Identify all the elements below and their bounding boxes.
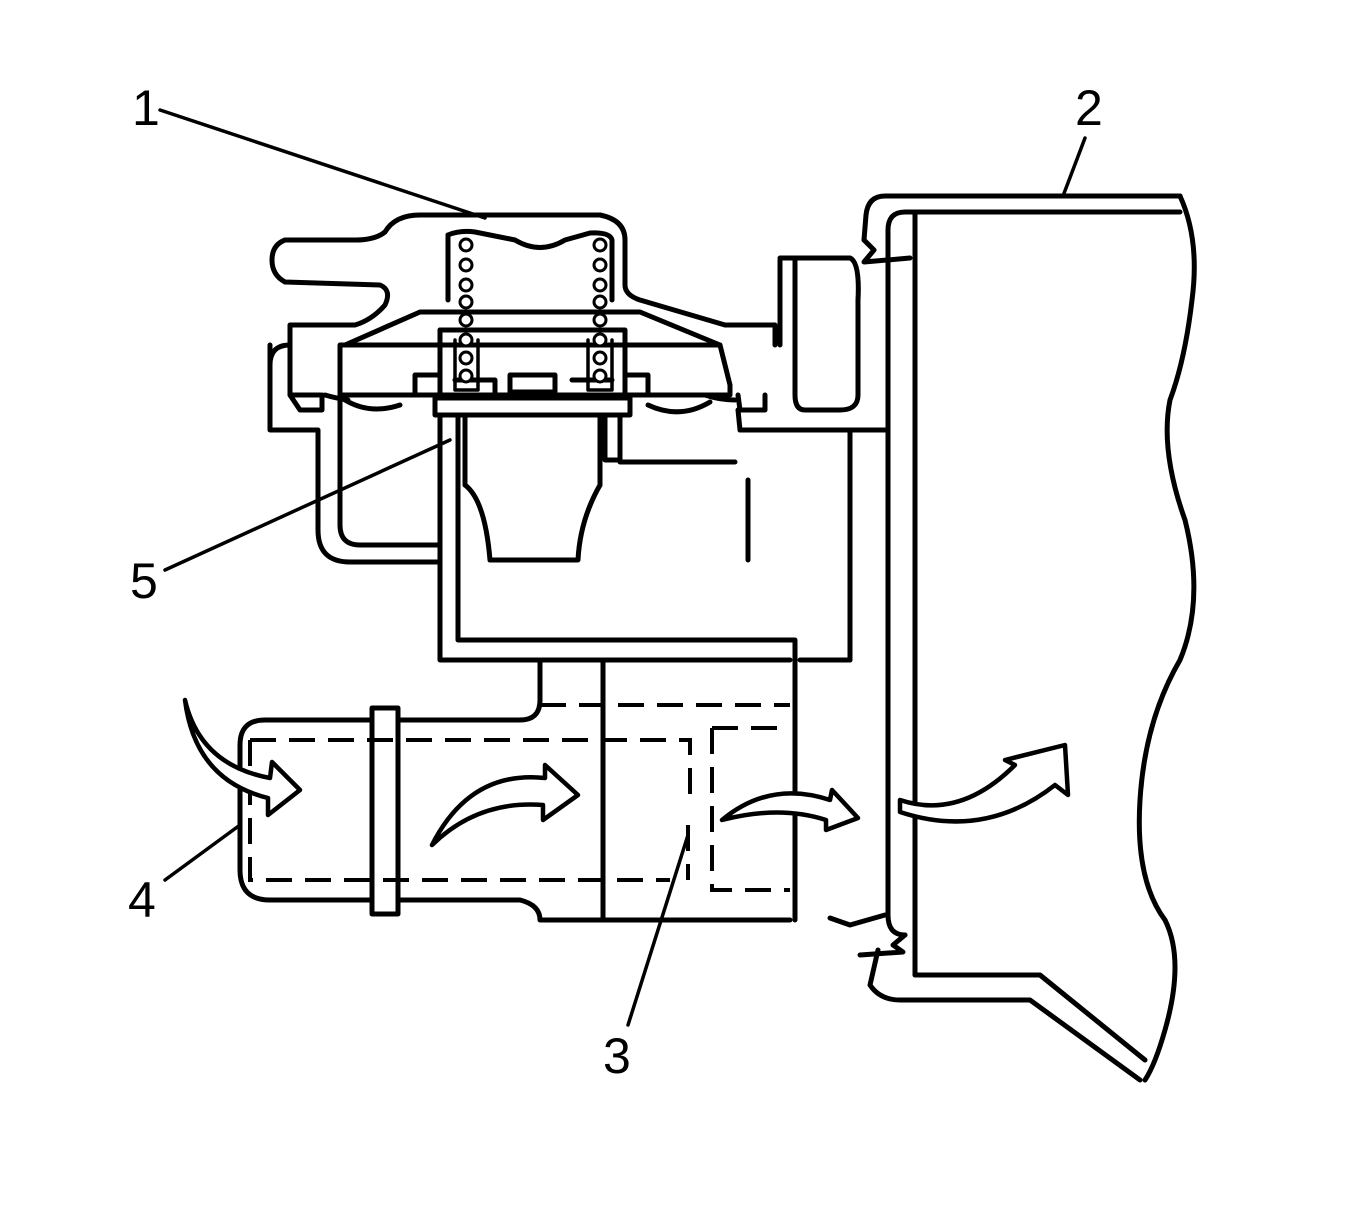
filler-neck-housing	[437, 255, 891, 923]
callout-4: 4	[128, 872, 156, 928]
leader-lines	[158, 108, 1087, 1027]
callout-5: 5	[130, 553, 158, 609]
flow-arrow-2	[429, 762, 581, 848]
callout-1: 1	[132, 80, 160, 136]
flow-arrows	[182, 697, 1071, 848]
callout-3: 3	[603, 1028, 631, 1084]
callout-2: 2	[1075, 80, 1103, 136]
flow-arrow-4	[897, 742, 1071, 824]
radiator-tank	[827, 193, 1197, 1083]
flow-arrow-1	[182, 697, 303, 818]
pressure-cap	[267, 212, 778, 565]
flow-arrow-3	[719, 787, 861, 833]
spring-coils	[453, 237, 614, 392]
